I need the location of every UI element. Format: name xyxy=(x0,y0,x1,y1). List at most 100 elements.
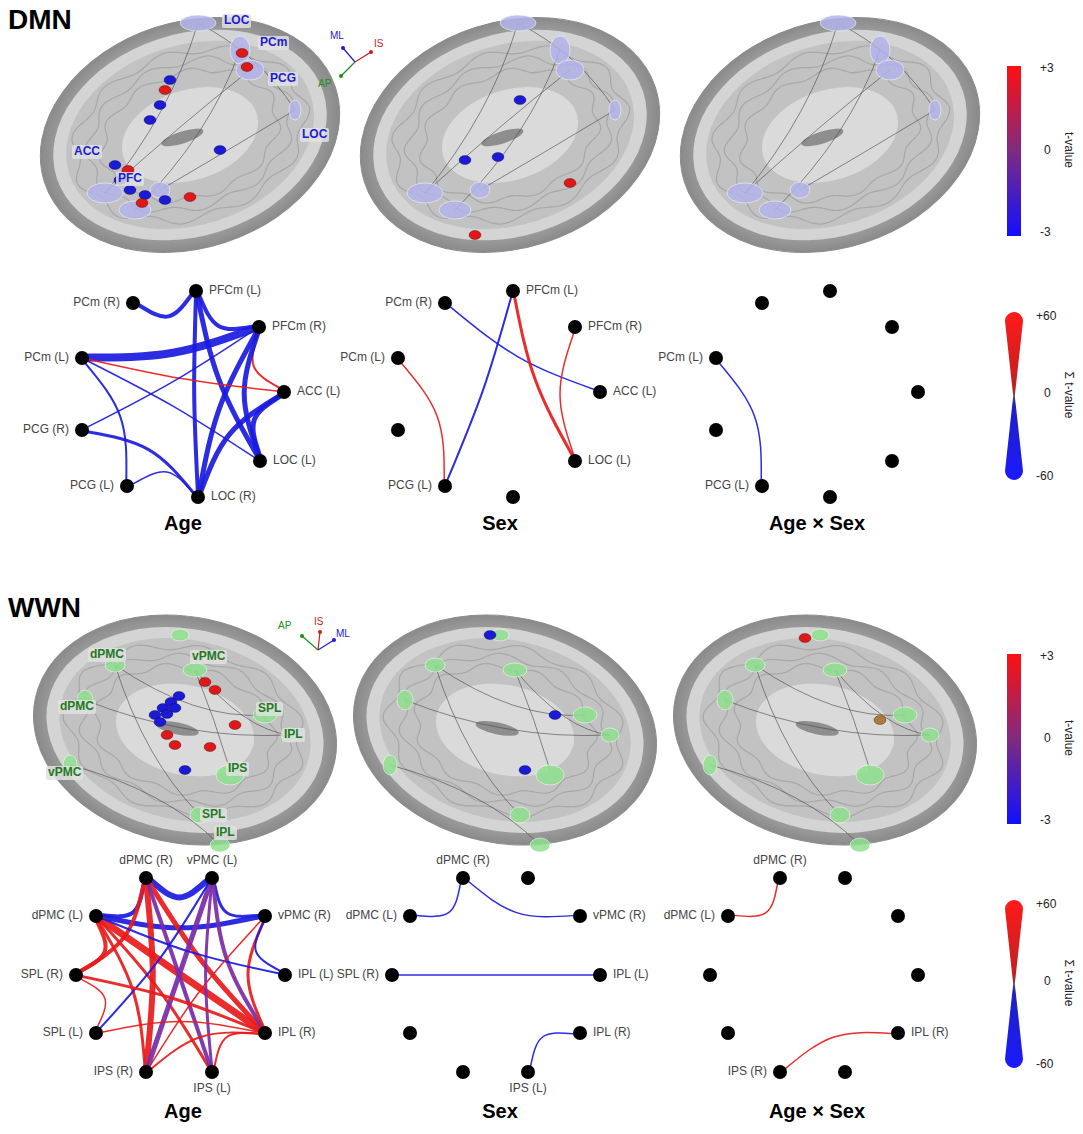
roi-blob xyxy=(745,658,765,672)
node-label: PCm (R) xyxy=(71,296,122,310)
node-label: PFCm (L) xyxy=(207,284,263,298)
roi-blob xyxy=(717,690,733,710)
fiber-tract xyxy=(710,765,860,845)
head xyxy=(12,588,358,873)
graph-node: dPMC (R) xyxy=(456,871,470,885)
effect-sphere xyxy=(459,156,471,165)
connection-edge xyxy=(417,884,460,916)
node-label: dPMC (L) xyxy=(30,909,85,923)
roi-blob xyxy=(929,100,941,120)
region-label: vPMC xyxy=(190,650,227,664)
colorbar-label: +60 xyxy=(1036,310,1056,324)
graph-node: IPS (L) xyxy=(205,1065,219,1079)
graph-dot xyxy=(891,909,905,923)
graph-dot xyxy=(506,490,520,504)
node-label: PCG (L) xyxy=(68,479,116,493)
colorbar-label: Σ t-value xyxy=(1061,960,1075,1007)
graph-node: PFCm (L) xyxy=(506,284,520,298)
graph-node: PCG (L) xyxy=(438,479,452,493)
roi-blob xyxy=(609,100,621,120)
graph-node: dPMC (L) xyxy=(403,909,417,923)
graph-node: PFCm (L) xyxy=(189,284,203,298)
effect-sphere xyxy=(514,96,526,105)
region-label: LOC xyxy=(222,14,251,28)
roi-blob xyxy=(850,838,870,852)
connection-edge xyxy=(402,364,444,479)
graph-node: IPL (R) xyxy=(573,1026,587,1040)
axis-head xyxy=(369,50,373,54)
graph-node: vPMC (L) xyxy=(205,871,219,885)
skull-slice xyxy=(666,0,995,274)
connection-edge xyxy=(134,472,193,493)
roi-blob xyxy=(820,15,856,31)
roi-blob xyxy=(856,765,884,785)
cortex xyxy=(42,616,328,845)
node-label: dPMC (L) xyxy=(662,909,717,923)
node-label: PCG (L) xyxy=(386,479,434,493)
node-label: dPMC (R) xyxy=(117,854,174,868)
effect-sphere xyxy=(136,199,148,208)
fiber-tract xyxy=(518,23,615,110)
fiber-tract xyxy=(195,670,290,735)
fiber-tract xyxy=(70,765,220,845)
region-label: IPS xyxy=(226,762,249,776)
region-label: SPL xyxy=(200,808,227,822)
node-label: vPMC (L) xyxy=(185,854,240,868)
roi-blob xyxy=(383,755,397,775)
axis-arrow xyxy=(355,52,371,62)
region-label: dPMC xyxy=(58,700,96,714)
connection-edge xyxy=(451,307,594,389)
node-label: PFCm (L) xyxy=(524,284,580,298)
ventricle xyxy=(160,125,206,150)
roi-blob xyxy=(556,60,584,80)
column-title: Age × Sex xyxy=(766,512,868,535)
node-label: ACC (L) xyxy=(295,385,342,399)
axis-head xyxy=(318,630,322,634)
column-title: Age xyxy=(161,1100,205,1123)
connection-edge xyxy=(560,334,573,454)
roi-blob xyxy=(236,60,264,80)
graph-dot xyxy=(885,454,899,468)
column-title: Age × Sex xyxy=(766,1100,868,1123)
effect-sphere xyxy=(199,678,211,687)
fiber-tract xyxy=(835,670,930,735)
axis-arrow xyxy=(318,632,320,650)
effect-sphere xyxy=(159,196,171,205)
node-label: IPS (R) xyxy=(726,1065,769,1079)
fiber-tract xyxy=(105,23,198,193)
brain-render xyxy=(332,588,678,873)
graph-dot xyxy=(838,1065,852,1079)
graph-dot xyxy=(456,1065,470,1079)
graph-node: LOC (R) xyxy=(191,490,205,504)
effect-sphere xyxy=(236,49,248,58)
node-label: LOC (R) xyxy=(209,490,258,504)
node-label: PCm (R) xyxy=(383,296,434,310)
ventricle xyxy=(154,718,200,739)
fiber-tract xyxy=(480,110,615,190)
graph-dot xyxy=(823,284,837,298)
node-label: ACC (L) xyxy=(611,385,658,399)
gyri xyxy=(386,31,636,239)
connection-edge xyxy=(83,977,259,1031)
white-matter xyxy=(107,671,263,788)
region-label: PCm xyxy=(258,36,289,50)
connection-edge xyxy=(150,921,261,1066)
node-label: dPMC (R) xyxy=(434,854,491,868)
gyri xyxy=(48,621,322,837)
graph-node: PCm (R) xyxy=(438,296,452,310)
ventricle xyxy=(480,125,526,150)
effect-sphere xyxy=(549,711,561,720)
region-label: PCG xyxy=(268,72,298,86)
fiber-tract xyxy=(835,670,870,770)
effect-sphere xyxy=(209,686,221,695)
connection-edge xyxy=(103,917,258,928)
node-label: SPL (R) xyxy=(19,968,65,982)
brain-render xyxy=(330,0,691,290)
effect-sphere xyxy=(492,153,504,162)
colorbar-label: t-value xyxy=(1061,720,1075,756)
node-label: vPMC (R) xyxy=(276,909,333,923)
effect-sphere xyxy=(184,193,196,202)
roi-blob xyxy=(703,755,717,775)
connection-edge xyxy=(152,882,206,898)
fiber-tract xyxy=(195,670,230,770)
